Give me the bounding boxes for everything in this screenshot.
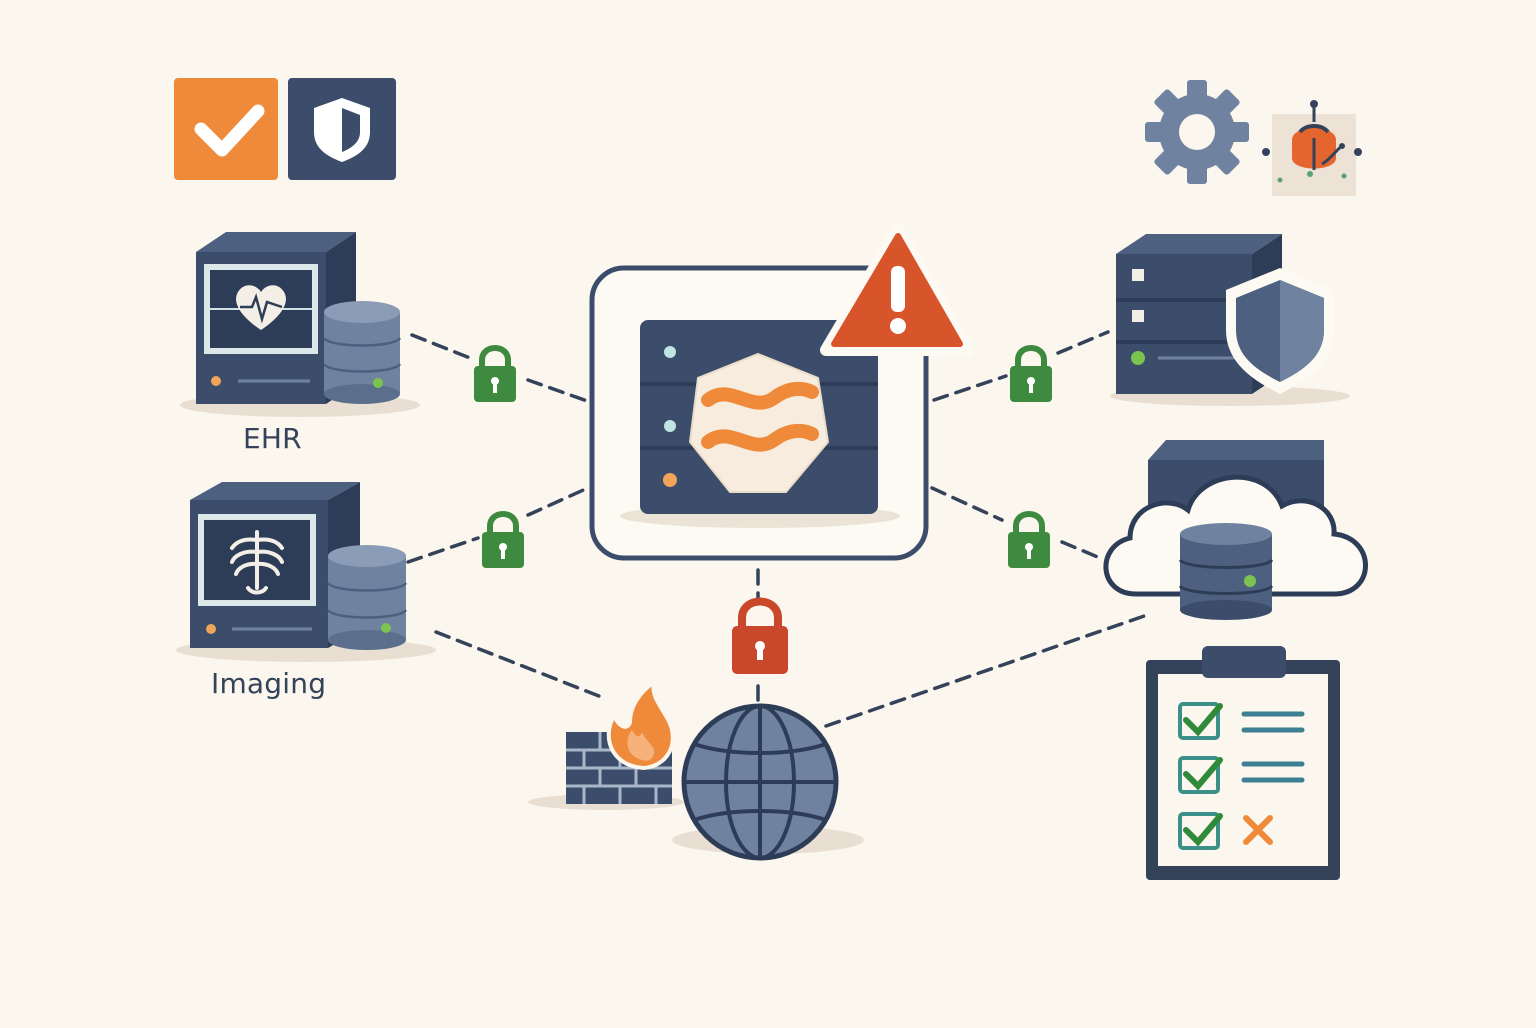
gear-icon	[1145, 80, 1249, 184]
padlock-green-icon	[1010, 345, 1052, 402]
checklist-item-3	[1178, 812, 1273, 850]
connector-globe-cloud	[824, 612, 1152, 728]
connector-center-shielded	[932, 374, 1008, 402]
checklist-item-2	[1178, 756, 1305, 794]
x-mark-icon	[1243, 815, 1273, 845]
globe-icon	[672, 703, 864, 861]
connector-imaging-center	[406, 536, 480, 564]
warning-triangle-icon	[820, 222, 974, 356]
padlock-green-icon	[1008, 511, 1050, 568]
padlock-green-icon	[482, 511, 524, 568]
bug-icon	[1262, 100, 1362, 196]
padlock-red-icon	[732, 597, 788, 674]
padlock-green-icon	[474, 345, 516, 402]
connector-center-cloud-b	[1060, 540, 1102, 560]
imaging-database-icon	[326, 545, 408, 650]
ehr-label: EHR	[243, 422, 302, 455]
connector-imaging-firewall	[434, 630, 606, 700]
connector-imaging-center-b	[526, 485, 592, 517]
imaging-label: Imaging	[211, 667, 327, 700]
xray-icon	[230, 530, 284, 595]
shield-badge-icon	[288, 78, 396, 180]
shielded-server-icon	[1110, 234, 1350, 406]
connector-ehr-center	[410, 333, 472, 360]
heart-monitor-icon	[236, 285, 286, 330]
connector-center-shielded-b	[1056, 330, 1110, 355]
firewall-icon	[528, 677, 684, 810]
cloud-database-icon	[1103, 440, 1368, 620]
database-icon	[322, 301, 402, 404]
check-badge-icon	[174, 78, 278, 180]
checklist-item-1	[1178, 702, 1305, 740]
connector-lines	[406, 330, 1152, 728]
connector-ehr-center-b	[526, 378, 592, 404]
connector-center-cloud	[930, 486, 1004, 522]
checklist-clipboard-icon	[1146, 646, 1340, 880]
